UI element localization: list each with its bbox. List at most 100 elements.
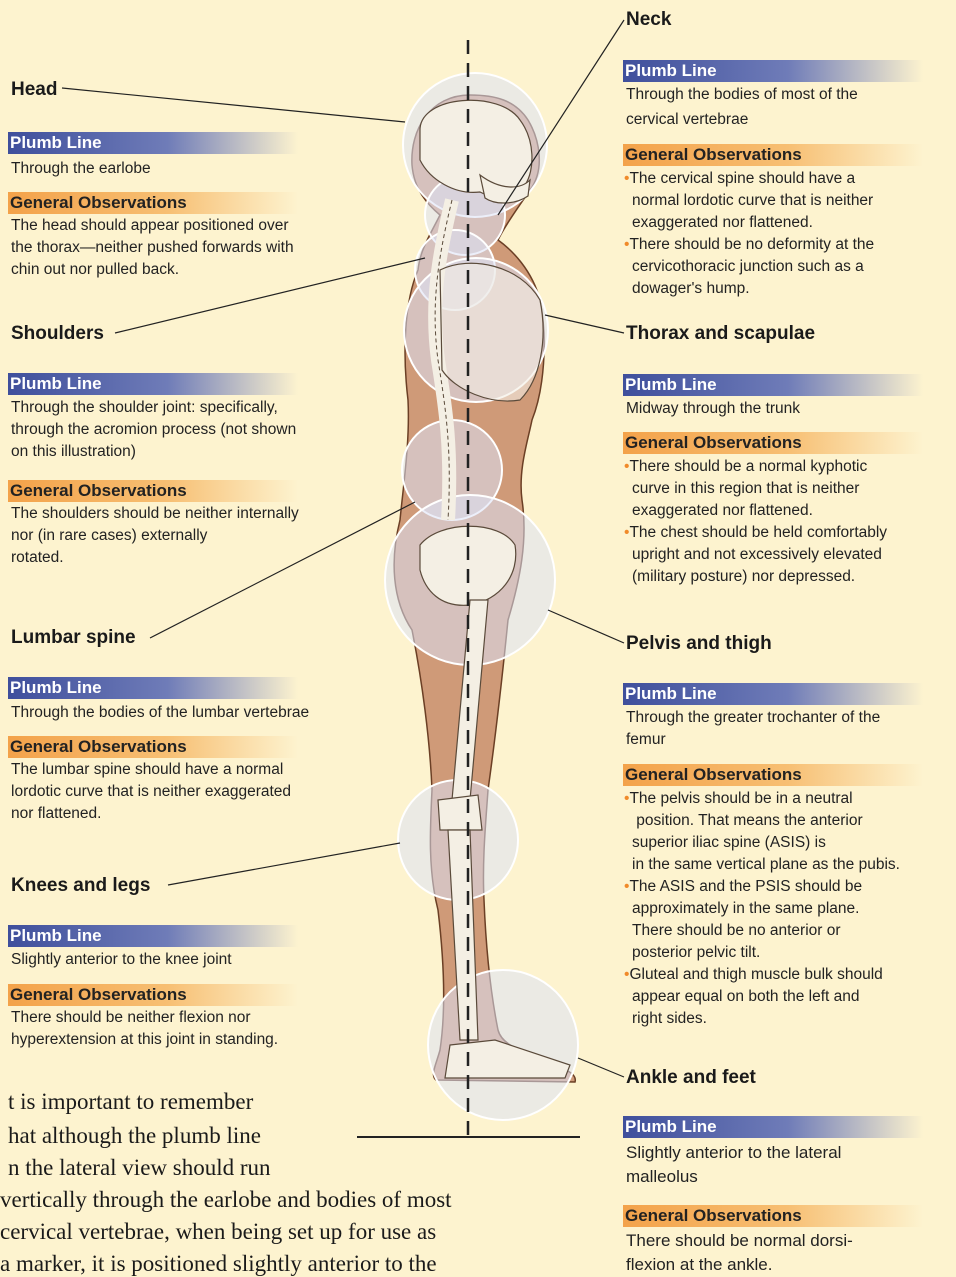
pelvis-obs-line: •The pelvis should be in a neutral	[624, 788, 900, 810]
shoulders-plumb-line: on this illustration)	[11, 441, 296, 463]
thorax-obs-text: •There should be a normal kyphotic curve…	[624, 456, 887, 588]
ankle-plumb-text: Slightly anterior to the lateral malleol…	[626, 1141, 841, 1189]
head-leader	[62, 88, 405, 122]
lumbar-obs-line: nor flattened.	[11, 803, 291, 825]
shoulders-plumb-text: Through the shoulder joint: specifically…	[11, 397, 296, 463]
pelvis-obs-text: •The pelvis should be in a neutral posit…	[624, 788, 900, 1030]
thorax-obs-header: General Observations	[623, 432, 923, 454]
ankle-title: Ankle and feet	[626, 1067, 756, 1089]
ankle-obs-line: flexion at the ankle.	[626, 1253, 853, 1277]
pelvis-plumb-text: Through the greater trochanter of the fe…	[626, 707, 880, 751]
body-text-line: n the lateral view should run	[8, 1155, 271, 1181]
ankle-plumb-line: Slightly anterior to the lateral	[626, 1141, 841, 1165]
thorax-leader	[545, 315, 624, 333]
shoulders-title: Shoulders	[11, 323, 104, 345]
ankle-obs-text: There should be normal dorsi- flexion at…	[626, 1229, 853, 1277]
neck-plumb-line: cervical vertebrae	[626, 109, 858, 131]
pelvis-plumb-line: femur	[626, 729, 880, 751]
bullet-icon: •	[624, 236, 629, 253]
thorax-title: Thorax and scapulae	[626, 323, 815, 345]
bullet-icon: •	[624, 878, 629, 895]
head-plumb-header: Plumb Line	[8, 132, 298, 154]
ankle-plumb-line: malleolus	[626, 1165, 841, 1189]
lumbar-title: Lumbar spine	[11, 627, 136, 649]
body-text-line: t is important to remember	[8, 1089, 253, 1115]
shoulders-obs-header: General Observations	[8, 480, 298, 502]
body-text-line: a marker, it is positioned slightly ante…	[0, 1251, 437, 1277]
pelvis-obs-header: General Observations	[623, 764, 923, 786]
knees-obs-line: hyperextension at this joint in standing…	[11, 1029, 278, 1051]
head-obs-header: General Observations	[8, 192, 298, 214]
body-text-line: vertically through the earlobe and bodie…	[0, 1187, 452, 1213]
neck-obs-line: cervicothoracic junction such as a	[624, 256, 874, 278]
pelvis-leader	[548, 610, 624, 643]
thorax-obs-line: upright and not excessively elevated	[624, 544, 887, 566]
pelvis-obs-line: There should be no anterior or	[624, 920, 900, 942]
ankle-obs-line: There should be normal dorsi-	[626, 1229, 853, 1253]
thorax-obs-line: exaggerated nor flattened.	[624, 500, 887, 522]
body-text-line: hat although the plumb line	[8, 1123, 261, 1149]
knees-obs-line: There should be neither flexion nor	[11, 1007, 278, 1029]
neck-obs-line: normal lordotic curve that is neither	[624, 190, 874, 212]
pelvis-obs-line: superior iliac spine (ASIS) is	[624, 832, 900, 854]
lumbar-plumb-text: Through the bodies of the lumbar vertebr…	[11, 702, 309, 724]
neck-obs-line: exaggerated nor flattened.	[624, 212, 874, 234]
neck-obs-header: General Observations	[623, 144, 923, 166]
lumbar-plumb-header: Plumb Line	[8, 677, 298, 699]
knee-bones	[438, 795, 482, 830]
neck-plumb-line: Through the bodies of most of the	[626, 84, 858, 106]
neck-plumb-header: Plumb Line	[623, 60, 923, 82]
shoulders-plumb-line: Through the shoulder joint: specifically…	[11, 397, 296, 419]
neck-plumb-text: Through the bodies of most of the cervic…	[626, 84, 858, 131]
pelvis-obs-line: right sides.	[624, 1008, 900, 1030]
knees-plumb-text: Slightly anterior to the knee joint	[11, 949, 232, 971]
neck-obs-text: •The cervical spine should have a normal…	[624, 168, 874, 300]
pelvis-obs-line: posterior pelvic tilt.	[624, 942, 900, 964]
pelvis-title: Pelvis and thigh	[626, 633, 772, 655]
pelvis-plumb-line: Through the greater trochanter of the	[626, 707, 880, 729]
bullet-icon: •	[624, 966, 629, 983]
shoulders-obs-text: The shoulders should be neither internal…	[11, 503, 299, 569]
pelvis-obs-line: approximately in the same plane.	[624, 898, 900, 920]
ribcage	[440, 263, 543, 401]
shoulders-obs-line: The shoulders should be neither internal…	[11, 503, 299, 525]
thorax-obs-line: curve in this region that is neither	[624, 478, 887, 500]
pelvis-obs-line: •The ASIS and the PSIS should be	[624, 876, 900, 898]
neck-obs-line: •The cervical spine should have a	[624, 168, 874, 190]
head-obs-text: The head should appear positioned over t…	[11, 215, 294, 281]
shoulders-obs-line: rotated.	[11, 547, 299, 569]
lumbar-obs-line: The lumbar spine should have a normal	[11, 759, 291, 781]
thorax-plumb-text: Midway through the trunk	[626, 398, 800, 420]
head-obs-line: The head should appear positioned over	[11, 215, 294, 237]
head-title: Head	[11, 79, 57, 101]
thorax-obs-line: •There should be a normal kyphotic	[624, 456, 887, 478]
ankle-leader	[578, 1058, 624, 1077]
bullet-icon: •	[624, 524, 629, 541]
pelvis-plumb-header: Plumb Line	[623, 683, 923, 705]
knees-plumb-header: Plumb Line	[8, 925, 298, 947]
bullet-icon: •	[624, 458, 629, 475]
knees-title: Knees and legs	[11, 875, 150, 897]
lumbar-obs-line: lordotic curve that is neither exaggerat…	[11, 781, 291, 803]
neck-title: Neck	[626, 9, 671, 31]
head-obs-line: chin out nor pulled back.	[11, 259, 294, 281]
thorax-plumb-header: Plumb Line	[623, 374, 923, 396]
shoulders-obs-line: nor (in rare cases) externally	[11, 525, 299, 547]
lumbar-obs-text: The lumbar spine should have a normal lo…	[11, 759, 291, 825]
knees-obs-text: There should be neither flexion nor hype…	[11, 1007, 278, 1051]
lumbar-obs-header: General Observations	[8, 736, 298, 758]
shoulders-plumb-line: through the acromion process (not shown	[11, 419, 296, 441]
bullet-icon: •	[624, 170, 629, 187]
ankle-plumb-header: Plumb Line	[623, 1116, 923, 1138]
ankle-obs-header: General Observations	[623, 1205, 923, 1227]
pelvis-obs-line: position. That means the anterior	[624, 810, 900, 832]
knees-leader	[168, 843, 400, 885]
neck-obs-line: •There should be no deformity at the	[624, 234, 874, 256]
knees-obs-header: General Observations	[8, 984, 298, 1006]
shoulders-plumb-header: Plumb Line	[8, 373, 298, 395]
head-obs-line: the thorax—neither pushed forwards with	[11, 237, 294, 259]
thorax-obs-line: •The chest should be held comfortably	[624, 522, 887, 544]
pelvis-obs-line: appear equal on both the left and	[624, 986, 900, 1008]
pelvis-obs-line: •Gluteal and thigh muscle bulk should	[624, 964, 900, 986]
bullet-icon: •	[624, 790, 629, 807]
